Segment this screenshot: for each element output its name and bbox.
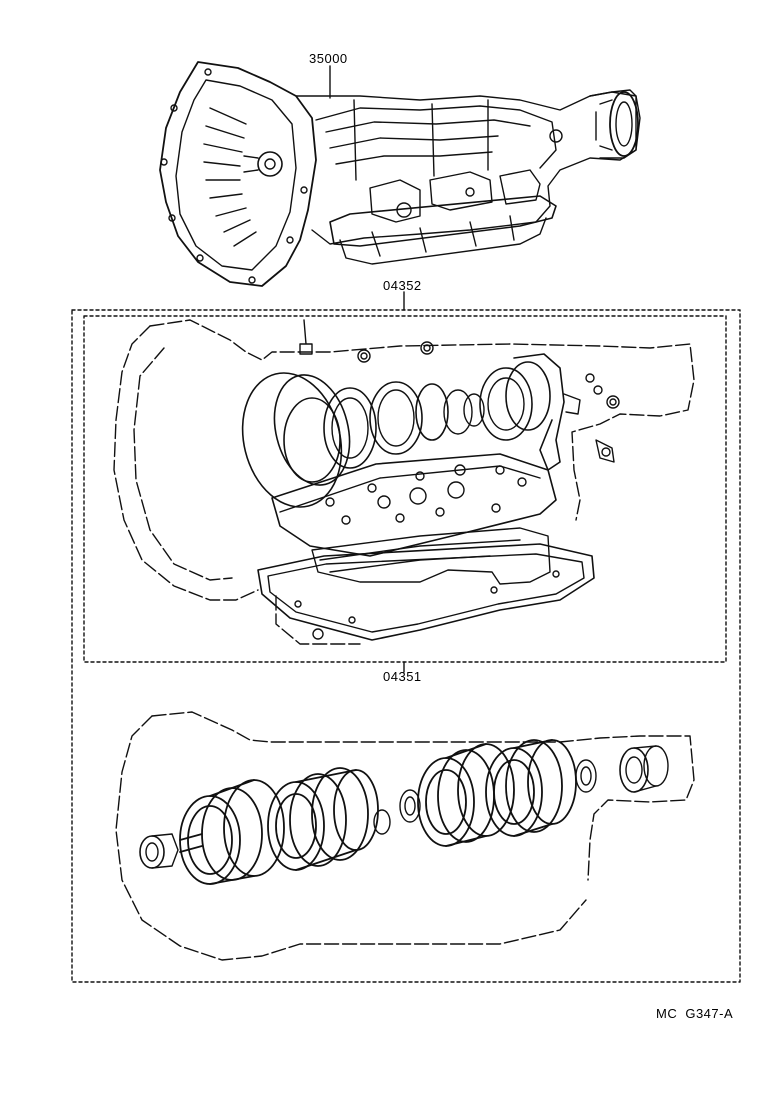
gasket-kit-illustration	[113, 319, 695, 645]
part-label-04351: 04351	[383, 669, 422, 684]
part-label-04352: 04352	[383, 278, 422, 293]
piston-seal-rings-illustration	[115, 711, 695, 961]
transmission-assembly-illustration	[159, 61, 641, 287]
part-label-35000: 35000	[309, 51, 348, 66]
overhaul-kit-frame	[71, 291, 741, 983]
diagram-code: MC G347-A	[656, 1006, 734, 1021]
